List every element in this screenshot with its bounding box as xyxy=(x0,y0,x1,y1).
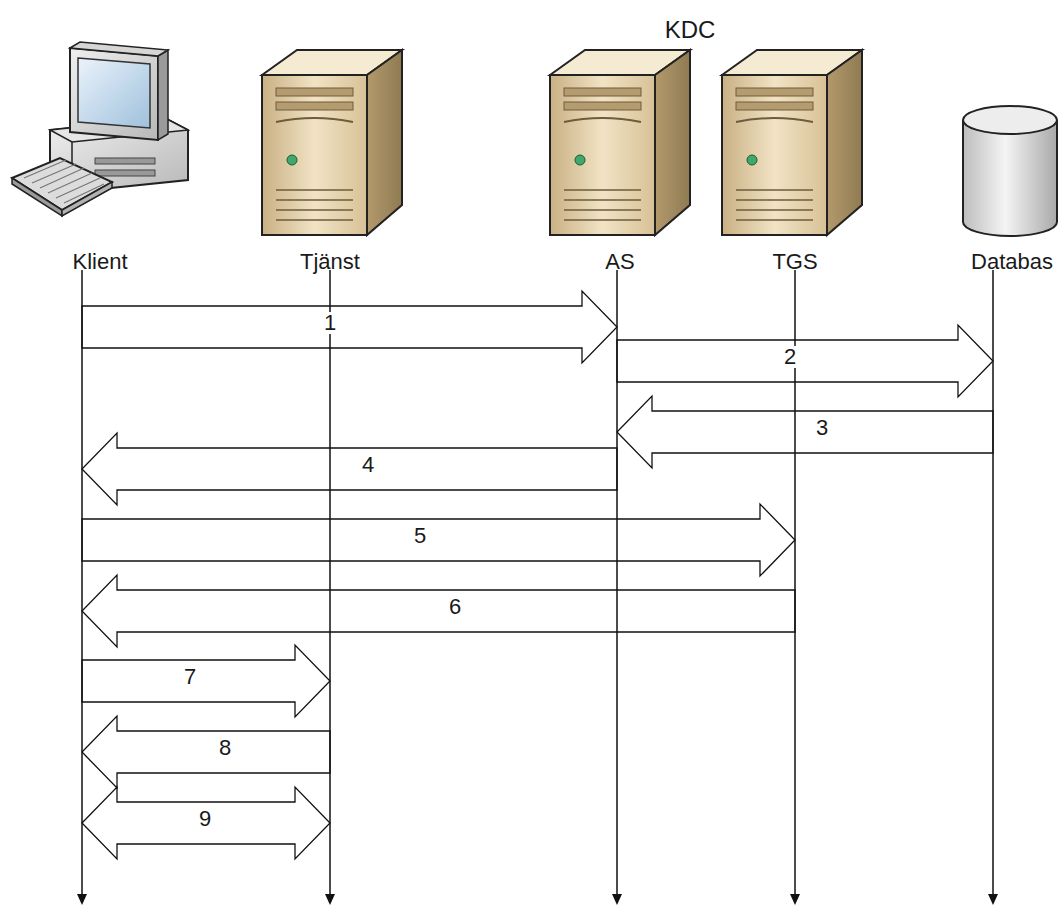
message-number: 4 xyxy=(359,454,377,476)
message-arrow xyxy=(82,291,617,363)
message-number: 1 xyxy=(321,312,339,334)
message-number: 8 xyxy=(216,737,234,759)
message-number: 3 xyxy=(813,417,831,439)
actor-node: Databas xyxy=(969,251,1055,273)
actor-label: Databas xyxy=(969,251,1055,273)
actor-label: Tjänst xyxy=(298,251,362,273)
actor-node: AS xyxy=(603,251,637,273)
message-arrow xyxy=(617,396,993,468)
message-number: 2 xyxy=(781,346,799,368)
message-arrow xyxy=(82,787,330,859)
server-icon xyxy=(550,50,690,235)
actor-label: AS xyxy=(603,251,637,273)
lifelines xyxy=(77,270,998,905)
actor-node: Tjänst xyxy=(298,251,362,273)
message-number: 5 xyxy=(411,525,429,547)
server-icon xyxy=(722,50,862,235)
message-number: 6 xyxy=(446,596,464,618)
message-arrow xyxy=(82,645,330,717)
actor-label: TGS xyxy=(770,251,820,273)
message-arrow xyxy=(82,716,330,788)
database-icon xyxy=(963,106,1057,236)
computer-icon xyxy=(12,42,188,216)
group-heading: KDC xyxy=(665,18,716,42)
message-arrow xyxy=(617,325,993,397)
actor-label: Klient xyxy=(70,251,130,273)
actor-node: Klient xyxy=(70,251,130,273)
message-number: 7 xyxy=(181,666,199,688)
message-arrow xyxy=(82,433,617,505)
message-arrow xyxy=(82,575,795,647)
actor-node: TGS xyxy=(770,251,820,273)
server-icon xyxy=(262,50,402,235)
message-number: 9 xyxy=(196,808,214,830)
message-arrow xyxy=(82,504,795,576)
